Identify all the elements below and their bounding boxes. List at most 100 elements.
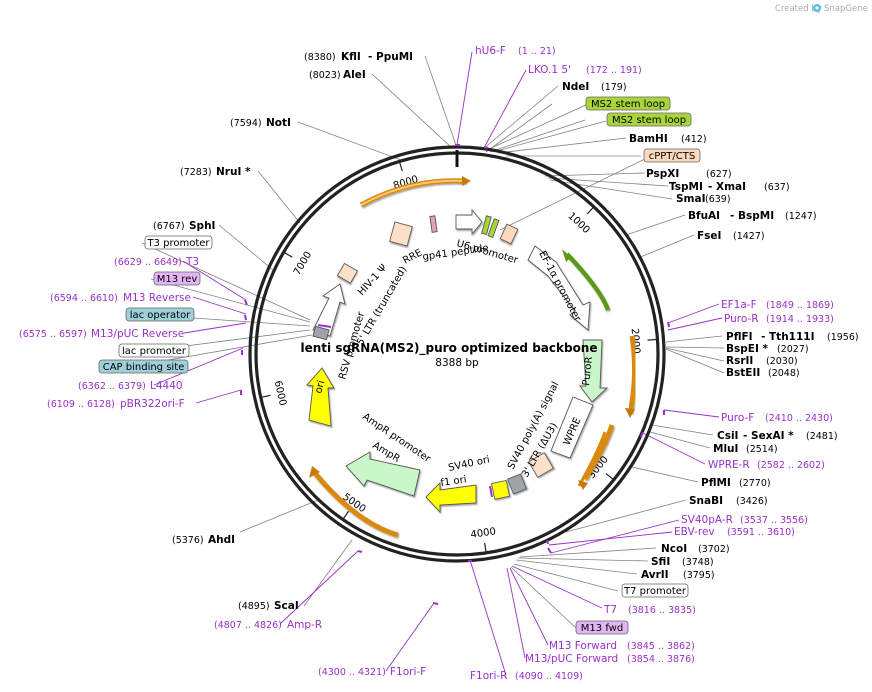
- svg-text:(4090 .. 4109): (4090 .. 4109): [515, 671, 583, 682]
- svg-text:(1427): (1427): [733, 231, 765, 242]
- svg-text:NdeI: NdeI: [562, 81, 589, 93]
- cutter-noti: (7594) NotI: [230, 117, 291, 129]
- primer-marks: [240, 144, 670, 605]
- svg-text:Puro-R: Puro-R: [724, 313, 759, 325]
- backbone-outer: [248, 145, 666, 563]
- feature-box-label: T7 promoter: [623, 586, 687, 597]
- svg-text:PspXI: PspXI: [646, 168, 679, 180]
- svg-text:(3854 .. 3876): (3854 .. 3876): [627, 654, 695, 665]
- feature-box-label: MS2 stem loop: [612, 115, 686, 126]
- svg-text:(6629 .. 6649): (6629 .. 6649): [114, 257, 182, 268]
- primer-sv40pa-r: SV40pA-R(3537 .. 3556): [681, 514, 808, 526]
- svg-text:NotI: NotI: [266, 117, 291, 129]
- tick-line: [484, 542, 487, 553]
- feature-box-t3-promoter: T3 promoter: [144, 235, 213, 250]
- svg-text:- SexAI *: - SexAI *: [743, 430, 794, 442]
- cutter-bsteii: BstEII (2048): [726, 367, 800, 379]
- primer-labels: hU6-F(1 .. 21) LKO.1 5'(172 .. 191) (662…: [19, 45, 834, 682]
- feature-box-label: lac operator: [130, 310, 191, 321]
- svg-text:M13 Forward: M13 Forward: [549, 640, 617, 652]
- feature-box-cppt-cts: cPPT/CTS: [643, 148, 701, 163]
- primer-hu6f: hU6-F(1 .. 21): [475, 45, 556, 57]
- tick-line: [647, 338, 658, 341]
- feature-box-bg: [621, 583, 689, 598]
- svg-text:(4807 .. 4826): (4807 .. 4826): [214, 620, 282, 631]
- feature-box-bg: [585, 96, 671, 111]
- svg-text:(3816 .. 3835): (3816 .. 3835): [628, 605, 696, 616]
- svg-text:- PpuMI: - PpuMI: [368, 51, 413, 63]
- svg-text:(639): (639): [705, 194, 731, 205]
- cutter-sphi: (6767) SphI: [153, 220, 215, 232]
- brand-name: SnapGene: [824, 4, 868, 14]
- feature-box-label: T3 promoter: [146, 238, 210, 249]
- svg-text:(3795): (3795): [683, 570, 715, 581]
- svg-text:T3: T3: [185, 256, 199, 268]
- svg-text:(2481): (2481): [806, 431, 838, 442]
- svg-text:WPRE-R: WPRE-R: [708, 459, 750, 471]
- svg-text:(3426): (3426): [736, 496, 768, 507]
- svg-text:BstEII: BstEII: [726, 367, 760, 379]
- cutter-smai: SmaI(639): [676, 193, 731, 205]
- tick-label: 1000: [565, 211, 591, 236]
- primer-l4440: (6362 .. 6379)L4440: [78, 380, 183, 392]
- svg-text:FseI: FseI: [697, 230, 721, 242]
- feature-box-bg: [98, 359, 189, 374]
- svg-text:(3845 .. 3862): (3845 .. 3862): [627, 641, 695, 652]
- svg-text:Puro-F: Puro-F: [721, 412, 754, 424]
- svg-text:(2048): (2048): [768, 368, 800, 379]
- svg-text:hU6-F: hU6-F: [475, 45, 506, 57]
- primer-leader-lines: [153, 51, 723, 676]
- svg-text:(7594): (7594): [230, 118, 262, 129]
- svg-text:RsrII: RsrII: [726, 355, 753, 367]
- svg-text:SnaBI: SnaBI: [689, 495, 723, 507]
- feature-box-bg: [153, 271, 201, 286]
- svg-text:BspEI *: BspEI *: [726, 343, 769, 355]
- svg-text:NruI *: NruI *: [216, 166, 251, 178]
- svg-text:(637): (637): [764, 182, 790, 193]
- svg-text:(8023): (8023): [309, 70, 341, 81]
- cutter-csii: CsiI - SexAI * (2481): [717, 430, 838, 442]
- tick-line: [586, 206, 595, 215]
- primer-t7: T7 (3816 .. 3835): [603, 604, 696, 616]
- cutter-labels: (8380)KflI- PpuMI (8023)AleI (7594)NotI …: [153, 51, 859, 612]
- svg-text:TspMI: TspMI: [669, 181, 703, 193]
- tick-line: [283, 251, 293, 258]
- primer-m13puc-forward: M13/pUC Forward(3854 .. 3876): [525, 653, 695, 665]
- svg-text:M13/pUC Reverse: M13/pUC Reverse: [91, 328, 184, 340]
- feature-box-ms2-stem-loop: MS2 stem loop: [606, 112, 692, 127]
- svg-text:(1956): (1956): [827, 332, 859, 343]
- svg-text:M13 Reverse: M13 Reverse: [123, 292, 191, 304]
- tick-label: 4000: [470, 526, 497, 541]
- primer-f1ori-r: F1ori-R(4090 .. 4109): [470, 670, 583, 682]
- svg-text:SphI: SphI: [189, 220, 215, 232]
- svg-text:(7283): (7283): [180, 167, 212, 178]
- svg-text:BamHI: BamHI: [629, 133, 668, 145]
- svg-text:(8380): (8380): [304, 52, 336, 63]
- cutter-pspxi: PspXI (627): [646, 168, 732, 180]
- svg-text:(4300 .. 4321): (4300 .. 4321): [318, 667, 386, 678]
- svg-text:(2582 .. 2602): (2582 .. 2602): [757, 460, 825, 471]
- tick-line: [605, 473, 615, 481]
- svg-text:(627): (627): [706, 169, 732, 180]
- svg-text:(6767): (6767): [153, 221, 185, 232]
- cutter-kfli: (8380)KflI- PpuMI: [304, 51, 413, 63]
- tick-line: [342, 510, 350, 520]
- cutter-snabi: SnaBI (3426): [689, 495, 768, 507]
- svg-text:AhdI: AhdI: [208, 534, 235, 546]
- svg-text:L4440: L4440: [150, 380, 183, 392]
- svg-text:T7: T7: [603, 604, 617, 616]
- svg-text:MluI: MluI: [713, 443, 738, 455]
- orf-arrows: [309, 176, 638, 538]
- primer-m13-reverse: (6594 .. 6610)M13 Reverse: [50, 292, 191, 304]
- cutter-rsrii: RsrII (2030): [726, 355, 798, 367]
- svg-text:CsiI: CsiI: [717, 430, 738, 442]
- cutter-fsei: FseI (1427): [697, 230, 765, 242]
- feature-box-label: M13 rev: [157, 274, 198, 285]
- svg-text:(2514): (2514): [746, 444, 778, 455]
- svg-text:(1849 .. 1869): (1849 .. 1869): [766, 300, 834, 311]
- feature-box-bg: [125, 307, 195, 322]
- svg-text:(2030): (2030): [766, 356, 798, 367]
- svg-text:- BspMI: - BspMI: [730, 210, 774, 222]
- cutter-pflmi: PflMI(2770): [701, 477, 771, 489]
